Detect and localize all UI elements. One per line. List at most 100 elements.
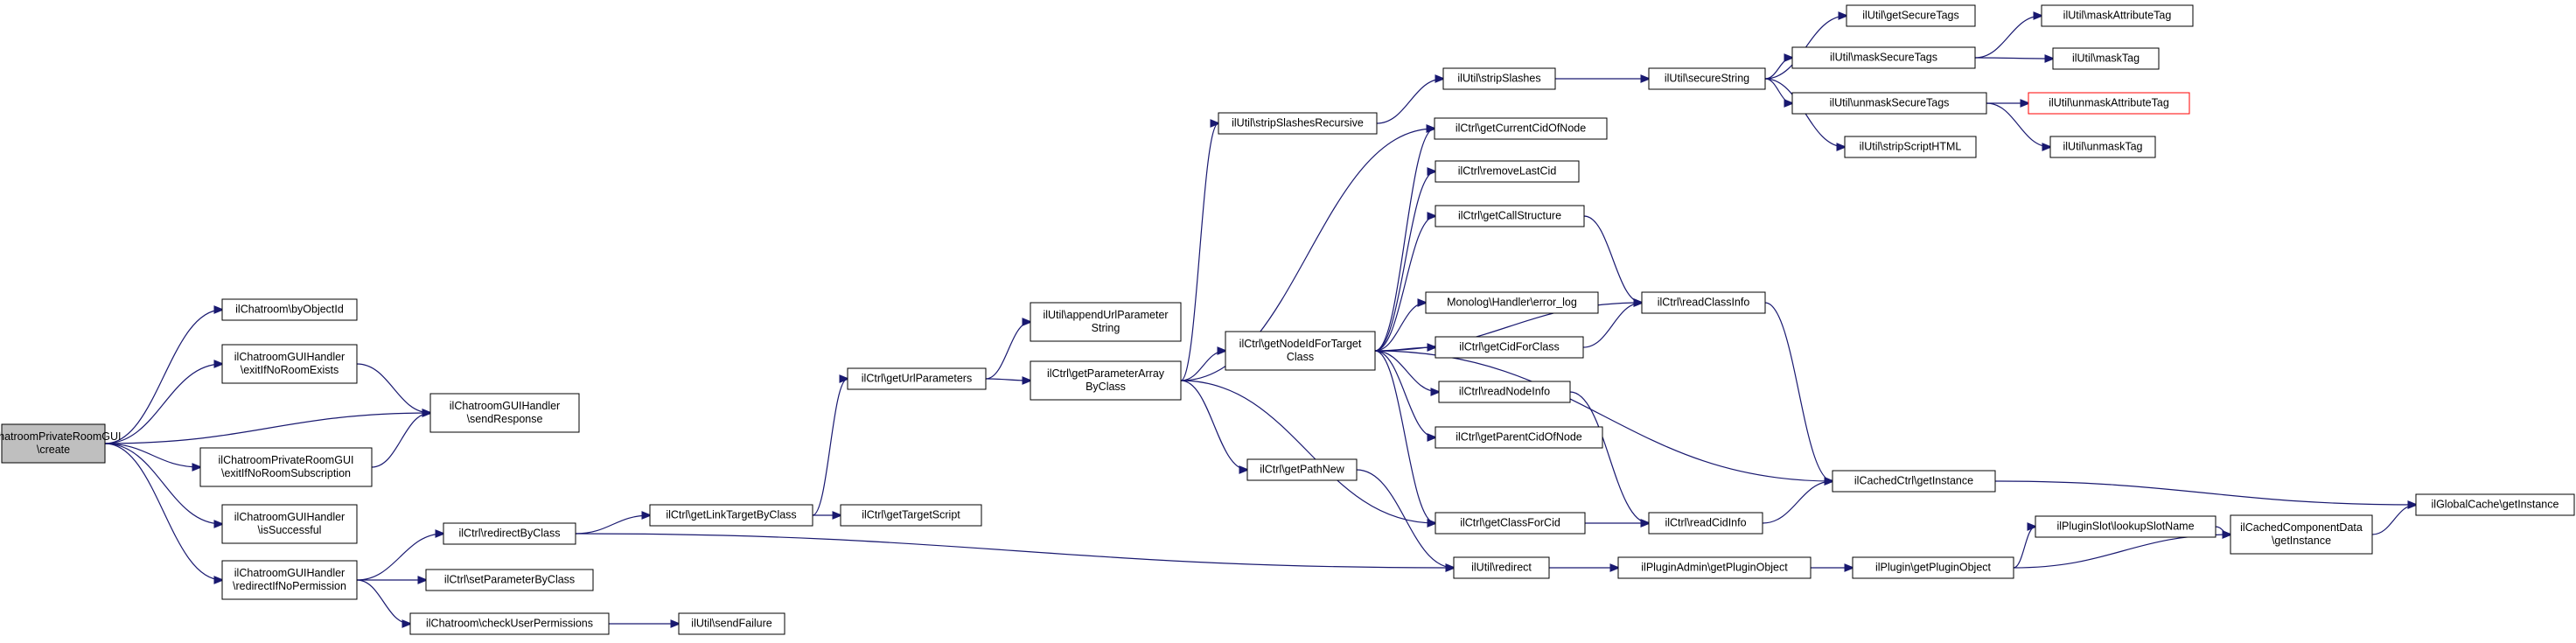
node-label: ilUtil\unmaskAttributeTag xyxy=(2049,96,2169,108)
edge-get-url-parameters-to-append-url-parameter-string xyxy=(985,322,1030,380)
node-box xyxy=(2230,514,2373,555)
node-box xyxy=(1846,4,1976,27)
node-label: Monolog\Handler\error_log xyxy=(1447,296,1577,308)
node-label: ilChatroomGUIHandler xyxy=(234,567,345,579)
node-unmask-secure-tags[interactable]: ilUtil\unmaskSecureTags xyxy=(1791,92,1987,115)
node-by-object-id[interactable]: ilChatroom\byObjectId xyxy=(221,298,358,321)
edge-get-parameter-array-by-class-to-get-current-cid-of-node xyxy=(1180,129,1435,381)
node-cached-component-data[interactable]: ilCachedComponentData\getInstance xyxy=(2230,514,2373,555)
node-label: ilUtil\secureString xyxy=(1665,72,1749,84)
edge-cached-ctrl-get-instance-to-global-cache xyxy=(1994,480,2416,505)
node-label: ilUtil\maskTag xyxy=(2072,52,2140,64)
node-box xyxy=(1852,556,2014,579)
node-redirect[interactable]: ilUtil\redirect xyxy=(1453,556,1550,579)
node-box xyxy=(2052,47,2160,70)
node-label: ilCtrl\getUrlParameters xyxy=(862,372,972,384)
node-label: ilCtrl\getClassForCid xyxy=(1460,516,1560,528)
edge-get-call-structure-to-read-class-info xyxy=(1583,215,1642,303)
node-cached-ctrl-get-instance[interactable]: ilCachedCtrl\getInstance xyxy=(1832,470,1996,493)
node-box xyxy=(1030,360,1182,401)
node-box xyxy=(1225,331,1376,371)
edge-get-node-id-for-target-class-to-get-call-structure xyxy=(1374,216,1435,352)
node-box xyxy=(2028,92,2190,115)
node-box xyxy=(221,298,358,321)
node-get-current-cid-of-node[interactable]: ilCtrl\getCurrentCidOfNode xyxy=(1434,117,1608,140)
node-box xyxy=(1030,302,1182,342)
node-is-successful[interactable]: ilChatroomGUIHandler\isSuccessful xyxy=(221,504,358,544)
edge-get-parameter-array-by-class-to-get-class-for-cid xyxy=(1180,380,1435,523)
node-box xyxy=(1,423,106,464)
edge-root-to-is-successful xyxy=(104,443,222,524)
node-box xyxy=(199,447,373,487)
node-strip-script-html[interactable]: ilUtil\stripScriptHTML xyxy=(1844,136,1977,158)
node-secure-string[interactable]: ilUtil\secureString xyxy=(1648,67,1766,90)
node-box xyxy=(2415,493,2575,516)
node-get-parent-cid-of-node[interactable]: ilCtrl\getParentCidOfNode xyxy=(1435,426,1603,449)
node-box xyxy=(443,522,576,545)
node-strip-slashes-recursive[interactable]: ilUtil\stripSlashesRecursive xyxy=(1218,112,1378,135)
node-label: ilUtil\redirect xyxy=(1471,561,1532,573)
node-plugin-get-plugin-object[interactable]: ilPlugin\getPluginObject xyxy=(1852,556,2014,579)
node-label: ilUtil\unmaskSecureTags xyxy=(1830,96,1950,108)
node-read-class-info[interactable]: ilCtrl\readClassInfo xyxy=(1641,291,1766,314)
node-set-parameter-by-class[interactable]: ilCtrl\setParameterByClass xyxy=(425,569,594,591)
node-exit-no-sub[interactable]: ilChatroomPrivateRoomGUI\exitIfNoRoomSub… xyxy=(199,447,373,487)
node-box xyxy=(840,504,982,527)
node-box xyxy=(2049,136,2156,158)
node-plugin-admin-get-plugin-object[interactable]: ilPluginAdmin\getPluginObject xyxy=(1617,556,1812,579)
node-get-url-parameters[interactable]: ilCtrl\getUrlParameters xyxy=(847,367,987,390)
node-label: \sendResponse xyxy=(467,413,543,425)
node-lookup-slot-name[interactable]: ilPluginSlot\lookupSlotName xyxy=(2035,515,2216,538)
node-box xyxy=(1791,92,1987,115)
node-box xyxy=(1438,381,1571,403)
node-remove-last-cid[interactable]: ilCtrl\removeLastCid xyxy=(1435,160,1580,183)
edge-plugin-get-plugin-object-to-lookup-slot-name xyxy=(2013,527,2035,569)
node-unmask-tag[interactable]: ilUtil\unmaskTag xyxy=(2049,136,2156,158)
node-label: ilCtrl\getCurrentCidOfNode xyxy=(1456,122,1586,134)
edge-lookup-slot-name-to-cached-component-data xyxy=(2215,526,2230,535)
node-mask-secure-tags[interactable]: ilUtil\maskSecureTags xyxy=(1791,46,1976,69)
node-redirect-by-class[interactable]: ilCtrl\redirectByClass xyxy=(443,522,576,545)
node-get-link-target-by-class[interactable]: ilCtrl\getLinkTargetByClass xyxy=(649,504,813,527)
edge-get-parameter-array-by-class-to-strip-slashes-recursive xyxy=(1180,123,1218,381)
node-label: ilUtil\maskSecureTags xyxy=(1830,51,1937,63)
edge-read-cid-info-to-cached-ctrl-get-instance xyxy=(1762,481,1833,524)
node-mask-tag[interactable]: ilUtil\maskTag xyxy=(2052,47,2160,70)
node-strip-slashes[interactable]: ilUtil\stripSlashes xyxy=(1442,67,1556,90)
node-global-cache[interactable]: ilGlobalCache\getInstance xyxy=(2415,493,2575,516)
node-get-class-for-cid[interactable]: ilCtrl\getClassForCid xyxy=(1435,512,1586,535)
edge-get-path-new-to-redirect xyxy=(1356,469,1454,568)
edge-root-to-redirect-no-perm xyxy=(104,443,222,580)
node-exit-no-room[interactable]: ilChatroomGUIHandler\exitIfNoRoomExists xyxy=(221,344,358,384)
node-read-node-info[interactable]: ilCtrl\readNodeInfo xyxy=(1438,381,1571,403)
node-check-user-permissions[interactable]: ilChatroom\checkUserPermissions xyxy=(409,612,610,635)
edge-get-node-id-for-target-class-to-read-class-info xyxy=(1374,303,1642,352)
node-get-target-script[interactable]: ilCtrl\getTargetScript xyxy=(840,504,982,527)
node-get-secure-tags[interactable]: ilUtil\getSecureTags xyxy=(1846,4,1976,27)
node-box xyxy=(1434,117,1608,140)
node-get-cid-for-class[interactable]: ilCtrl\getCidForClass xyxy=(1435,336,1584,359)
node-box xyxy=(2035,515,2216,538)
node-box xyxy=(1791,46,1976,69)
node-box xyxy=(221,504,358,544)
node-get-path-new[interactable]: ilCtrl\getPathNew xyxy=(1246,458,1358,481)
node-read-cid-info[interactable]: ilCtrl\readCidInfo xyxy=(1648,512,1763,535)
node-box xyxy=(429,393,580,433)
node-mask-attribute-tag[interactable]: ilUtil\maskAttributeTag xyxy=(2041,4,2194,27)
edge-get-node-id-for-target-class-to-remove-last-cid xyxy=(1374,171,1435,352)
node-box xyxy=(221,344,358,384)
node-unmask-attribute-tag[interactable]: ilUtil\unmaskAttributeTag xyxy=(2028,92,2190,115)
node-send-response[interactable]: ilChatroomGUIHandler\sendResponse xyxy=(429,393,580,433)
node-box xyxy=(1435,426,1603,449)
node-label: String xyxy=(1092,322,1120,334)
node-get-call-structure[interactable]: ilCtrl\getCallStructure xyxy=(1435,205,1585,227)
node-send-failure[interactable]: ilUtil\sendFailure xyxy=(678,612,785,635)
node-label: ByClass xyxy=(1086,381,1126,393)
node-root[interactable]: ilChatroomPrivateRoomGUI\create xyxy=(0,423,121,464)
node-redirect-no-perm[interactable]: ilChatroomGUIHandler\redirectIfNoPermiss… xyxy=(221,560,358,600)
node-error-log[interactable]: Monolog\Handler\error_log xyxy=(1425,291,1599,314)
